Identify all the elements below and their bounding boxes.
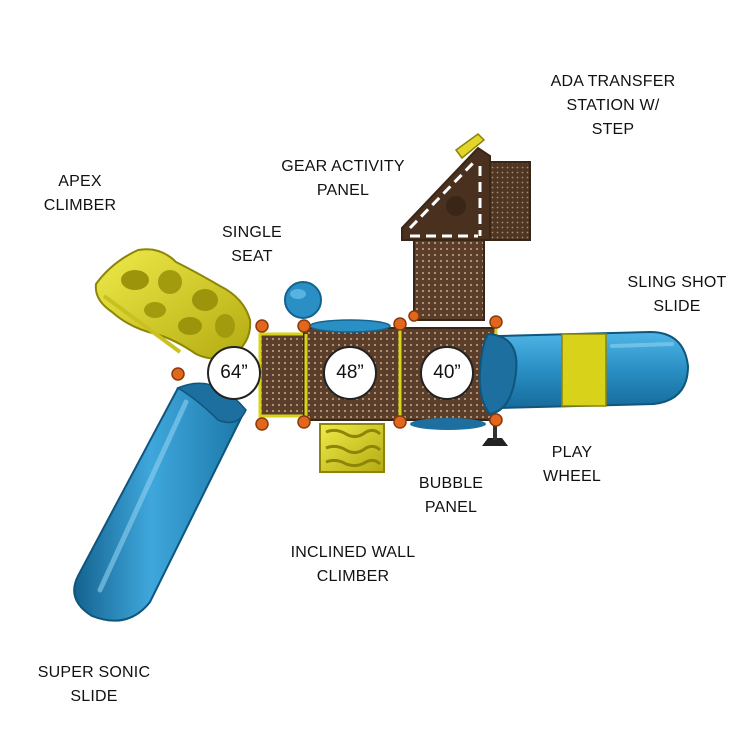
sling-shot-slide (478, 330, 690, 416)
ada-transfer-station (401, 133, 531, 321)
clamps (171, 310, 503, 431)
apex-climber (94, 248, 252, 360)
label-bubble-panel: BUBBLE PANEL (418, 475, 484, 516)
label-apex-climber: APEX CLIMBER (43, 173, 117, 214)
label-sling-shot-slide: SLING SHOT SLIDE (627, 274, 727, 315)
label-play-wheel: PLAY WHEEL (543, 444, 601, 485)
label-inclined-wall-climber: INCLINED WALL CLIMBER (290, 544, 416, 585)
deck-height-48: 48” (323, 346, 377, 400)
super-sonic-slide (73, 382, 247, 622)
label-super-sonic-slide: SUPER SONIC SLIDE (37, 664, 151, 705)
label-gear-activity-panel: GEAR ACTIVITY PANEL (281, 158, 405, 199)
label-single-seat: SINGLE SEAT (222, 224, 282, 265)
inclined-wall-climber (319, 423, 385, 473)
label-ada-transfer-station: ADA TRANSFER STATION W/ STEP (550, 73, 676, 138)
deck-height-64: 64” (207, 346, 261, 400)
single-seat (284, 281, 322, 319)
deck-height-40: 40” (420, 346, 474, 400)
